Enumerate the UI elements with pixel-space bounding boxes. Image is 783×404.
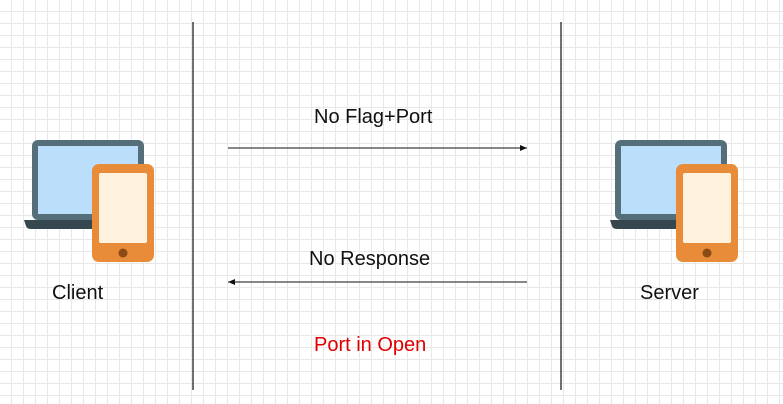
client-device-icon [24, 140, 154, 262]
client-label: Client [52, 282, 104, 304]
server-device-icon [610, 140, 738, 262]
server-label: Server [640, 282, 699, 304]
request-message-label: No Flag+Port [314, 106, 433, 128]
port-status-label: Port in Open [314, 334, 427, 356]
response-message-label: No Response [309, 248, 431, 270]
